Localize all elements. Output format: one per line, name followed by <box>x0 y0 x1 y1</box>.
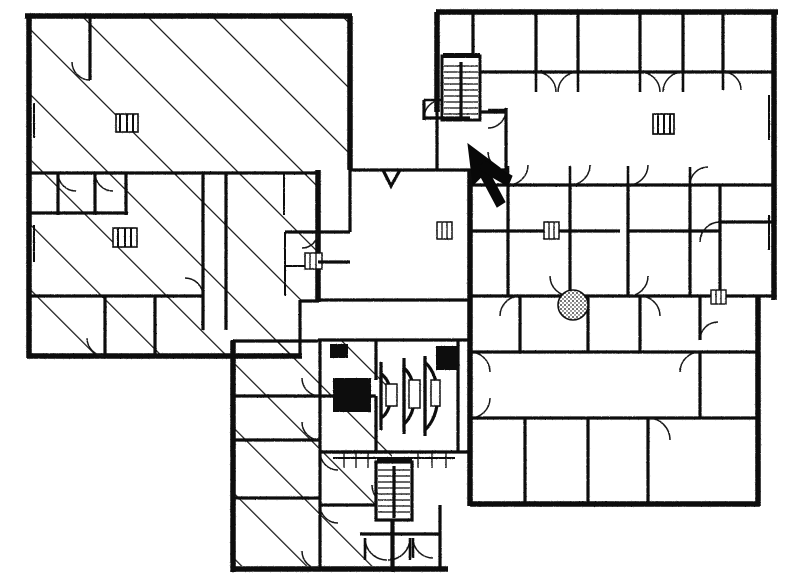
door-sw-3 <box>318 451 339 471</box>
door-se-4 <box>698 321 719 341</box>
door-se-5 <box>469 350 491 373</box>
elevator-shaft-left <box>333 378 371 412</box>
entrance-door-2 <box>387 537 412 561</box>
door-se-7 <box>646 417 671 441</box>
door-sw-1 <box>301 377 322 397</box>
door-ne-3 <box>638 71 661 93</box>
column-symbol-east-edge <box>710 289 727 305</box>
door-ne-10 <box>626 164 649 186</box>
entry-vestibule <box>360 505 448 572</box>
column-symbol-link <box>436 221 453 240</box>
south-stairwell <box>374 458 414 522</box>
door-ne-2 <box>557 71 580 93</box>
door-nw-5 <box>86 337 107 357</box>
core-chase-top <box>330 344 348 358</box>
pointer-arrow-annotation <box>467 142 513 208</box>
door-sw-5 <box>301 550 322 570</box>
door-ne-9 <box>568 164 591 186</box>
door-ne-4 <box>662 71 685 93</box>
door-se-6 <box>469 397 491 420</box>
stipple-circle-symbol <box>557 289 589 321</box>
southeast-wing <box>467 295 761 507</box>
column-symbol-nw-upper <box>115 113 139 133</box>
entrance-door-1 <box>363 537 388 561</box>
elevator-shaft-right <box>436 346 458 370</box>
door-sw-2 <box>301 421 322 441</box>
column-symbol-nw-lower <box>112 227 138 248</box>
door-nw-3 <box>93 172 114 192</box>
entrance-door-3 <box>411 537 434 559</box>
door-se-1 <box>499 295 522 317</box>
door-se-8 <box>679 351 702 373</box>
door-se-3 <box>638 295 661 317</box>
column-symbol-corridor <box>543 221 560 240</box>
central-link-lobby <box>318 168 473 302</box>
door-ne-13 <box>626 275 649 297</box>
door-nw-2 <box>56 172 77 192</box>
door-ne-1 <box>534 71 557 93</box>
column-symbol-ne-center <box>652 113 675 135</box>
hatched-tenant-area-south <box>234 341 392 566</box>
door-ne-5 <box>721 71 742 91</box>
northwest-wing <box>25 13 353 359</box>
door-nw-6 <box>301 230 319 249</box>
elevator-core <box>318 338 470 468</box>
door-nw-1 <box>71 61 92 81</box>
door-nw-4 <box>184 277 205 297</box>
link-niche <box>381 169 402 190</box>
door-sw-4 <box>318 504 339 524</box>
core-fixtures <box>379 356 441 436</box>
hatched-tenant-area-northwest <box>30 17 349 355</box>
door-ne-6 <box>487 108 507 129</box>
door-ne-11 <box>688 166 709 186</box>
north-stairwell <box>422 53 482 122</box>
door-ne-14 <box>699 221 722 243</box>
